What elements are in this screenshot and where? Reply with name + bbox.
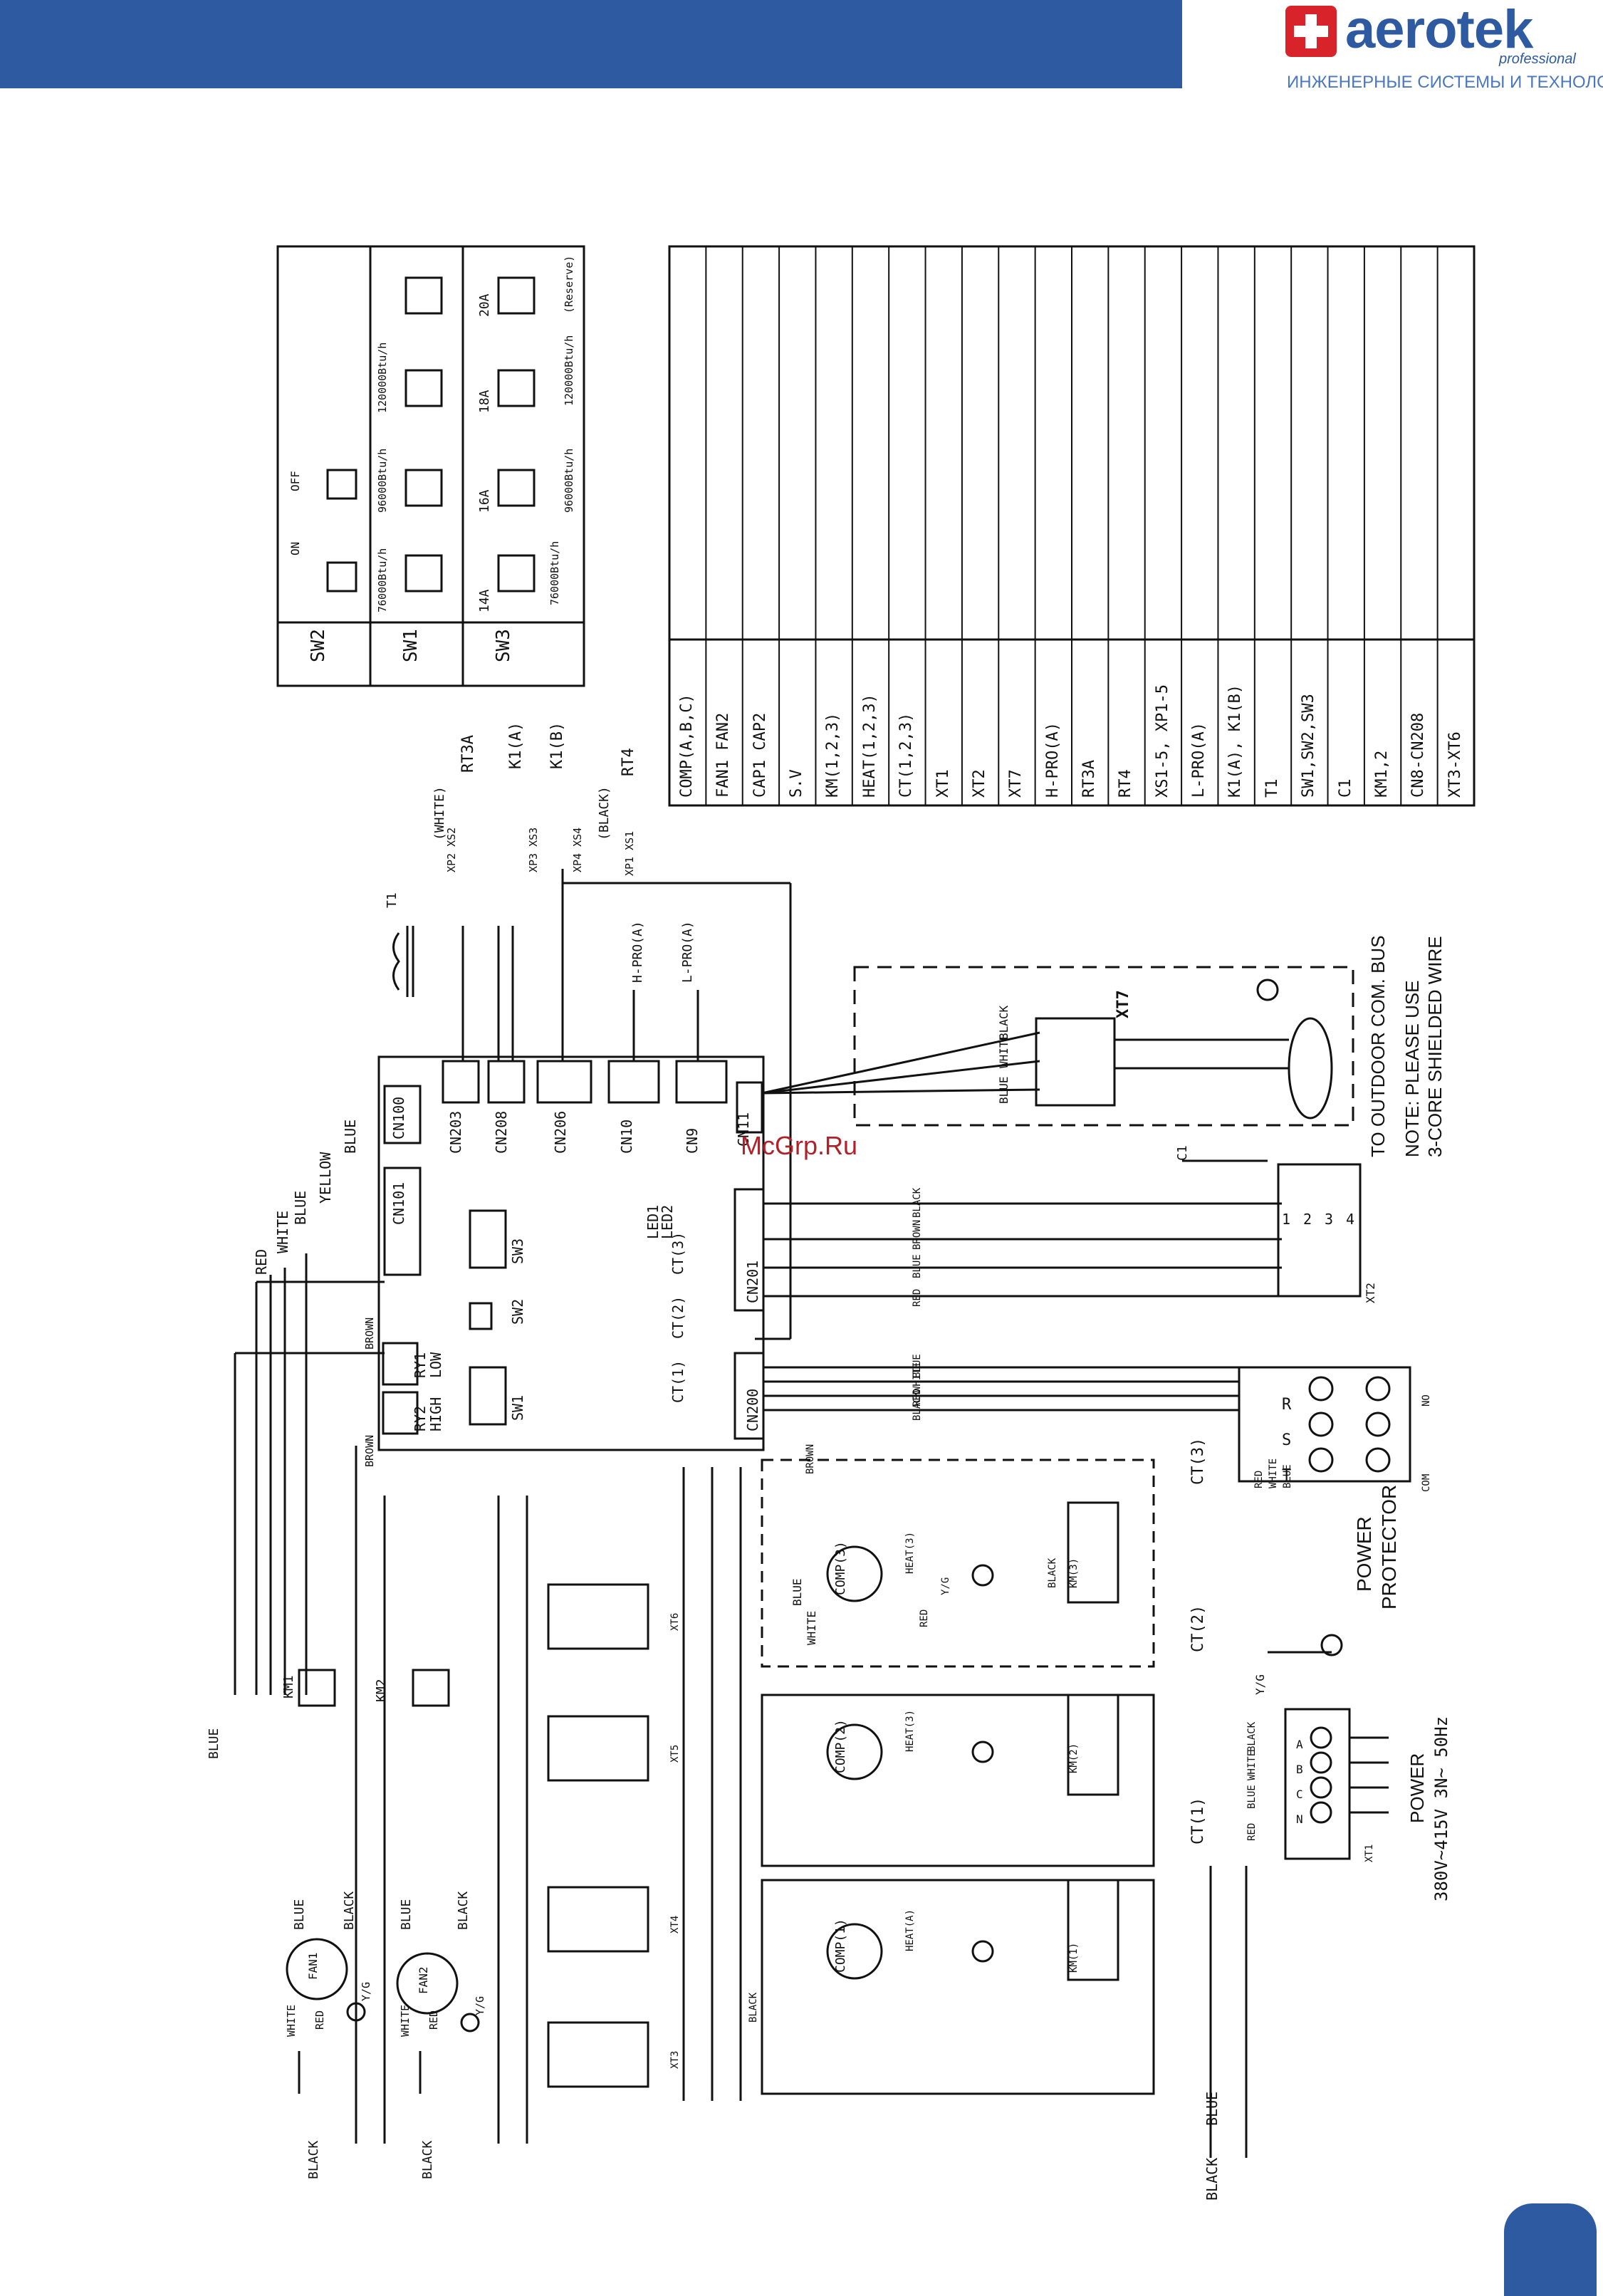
header-bar bbox=[0, 0, 1182, 88]
brand-name: aerotek bbox=[1345, 0, 1533, 60]
sw1-label: SW1 bbox=[400, 629, 422, 662]
sw3-label: SW3 bbox=[493, 629, 514, 662]
switch-table-frame bbox=[276, 245, 585, 687]
aerotek-logo: aerotek professional ИНЖЕНЕРНЫЕ СИСТЕМЫ … bbox=[1285, 0, 1603, 95]
control-board bbox=[377, 1055, 765, 1451]
switch-table-labels: SW2 SW1 SW3 bbox=[308, 629, 514, 662]
brand-subtitle: professional bbox=[1499, 51, 1576, 67]
brand-tagline: ИНЖЕНЕРНЫЕ СИСТЕМЫ И ТЕХНОЛОГИИ bbox=[1287, 73, 1603, 92]
red-cross-icon bbox=[1285, 6, 1337, 57]
sw2-label: SW2 bbox=[308, 629, 329, 662]
watermark-text: McGrp.Ru bbox=[741, 1131, 858, 1160]
page-badge bbox=[1504, 2203, 1597, 2296]
